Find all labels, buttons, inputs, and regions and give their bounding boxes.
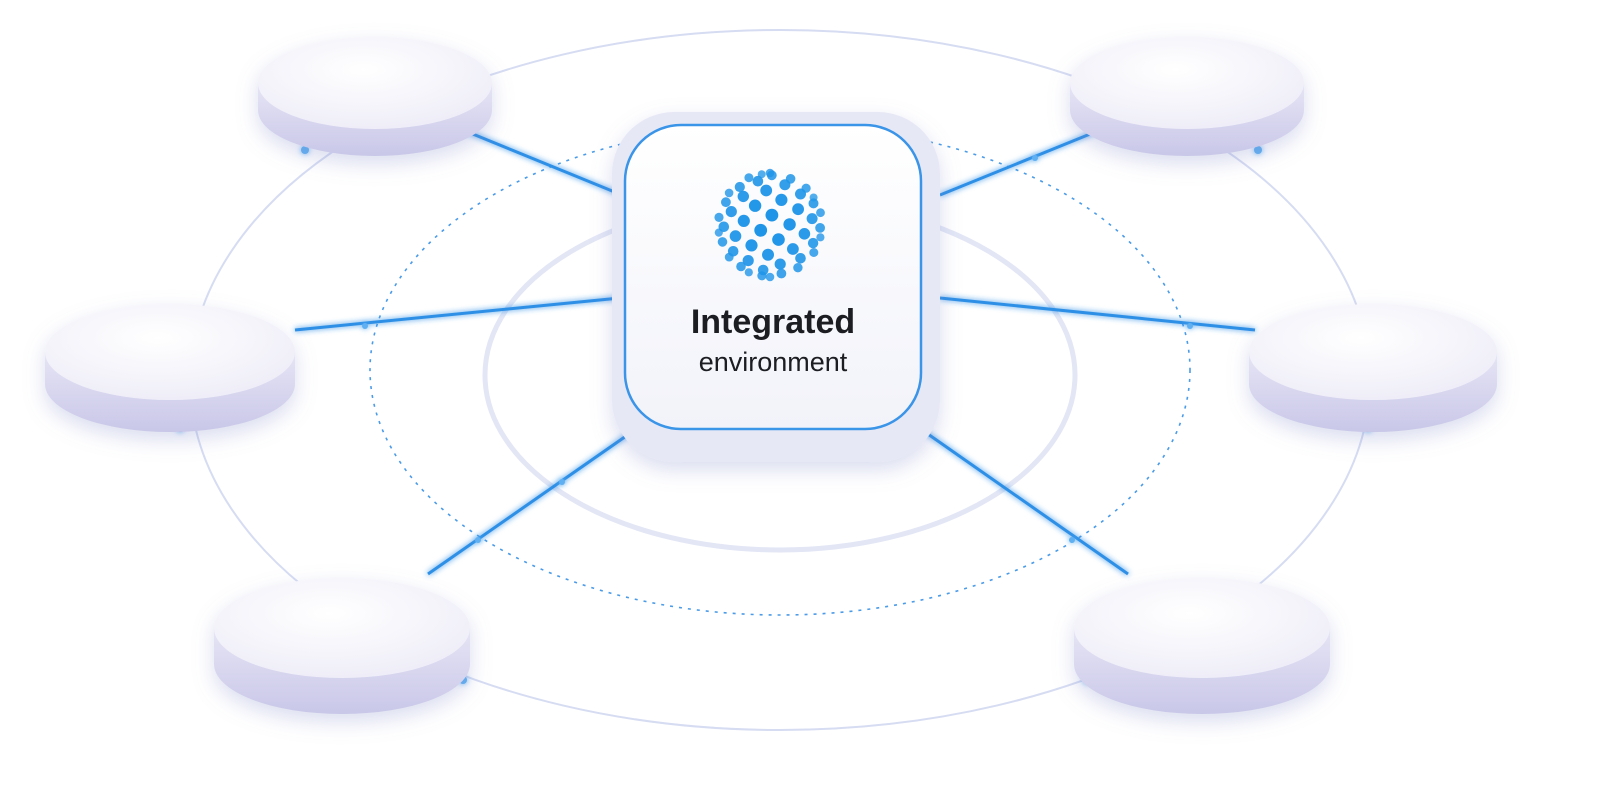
globe-dot xyxy=(736,261,746,272)
globe-dot xyxy=(727,246,739,257)
satellite-middle-right xyxy=(1249,304,1497,432)
globe-dot xyxy=(801,183,811,193)
globe-dot xyxy=(785,174,796,184)
satellite-bottom-left xyxy=(214,578,470,714)
hub-card: Integrated environment xyxy=(612,112,940,462)
globe-dot xyxy=(809,248,819,257)
globe-dot xyxy=(787,243,799,255)
globe-dot xyxy=(775,193,788,206)
dot xyxy=(1069,537,1075,543)
connector-middle-left xyxy=(294,296,621,332)
globe-dot xyxy=(793,263,803,273)
globe-dot xyxy=(809,193,818,202)
globe-dot xyxy=(754,223,768,237)
globe-dot xyxy=(816,208,825,218)
globe-dot xyxy=(729,230,742,242)
dot xyxy=(301,146,309,154)
globe-dot xyxy=(765,208,779,222)
globe-dot xyxy=(757,264,769,276)
globe-dot xyxy=(752,175,764,187)
globe-dot xyxy=(724,188,734,198)
globe-dot xyxy=(762,248,774,261)
globe-dot xyxy=(808,198,819,209)
connector-middle-right xyxy=(939,296,1256,332)
globe-dot xyxy=(776,268,787,279)
globe-dot xyxy=(714,212,724,222)
globe-dot xyxy=(725,206,737,218)
satellite-top-left xyxy=(258,37,492,156)
globe-dot xyxy=(798,228,811,240)
globe-dot xyxy=(765,168,775,178)
connector-top-left xyxy=(462,128,623,197)
dot xyxy=(1187,323,1193,329)
globe-dot xyxy=(745,239,758,252)
globe-dot xyxy=(734,181,745,193)
globe-dot xyxy=(815,223,825,233)
globe-dot xyxy=(737,190,749,203)
globe-dot xyxy=(721,197,731,208)
connectors xyxy=(294,128,1256,576)
dot xyxy=(559,479,565,485)
connector-bottom-left xyxy=(427,416,653,576)
satellite-bottom-right xyxy=(1074,578,1330,714)
globe-dot xyxy=(760,184,773,197)
globe-dot xyxy=(742,255,754,267)
dot xyxy=(1254,146,1262,154)
satellite-top-right xyxy=(1070,37,1304,156)
globe-dot xyxy=(757,170,766,179)
globe-dot xyxy=(774,258,786,270)
globe-dot xyxy=(744,173,754,183)
globe-dot xyxy=(816,233,825,242)
globe-dot xyxy=(717,237,728,247)
hub-title: Integrated xyxy=(691,303,855,341)
connector-bottom-right xyxy=(904,416,1129,576)
globe-dot xyxy=(744,268,753,277)
satellite-middle-left xyxy=(45,304,295,432)
globe-dot xyxy=(806,213,818,225)
globe-dot xyxy=(765,272,775,282)
dot xyxy=(1032,155,1038,161)
globe-dot xyxy=(772,233,785,246)
hub-subtitle: environment xyxy=(699,347,848,377)
dot xyxy=(475,537,481,543)
globe-dot xyxy=(795,252,806,264)
dot xyxy=(362,323,368,329)
globe-dot xyxy=(792,203,804,216)
globe-dot xyxy=(718,221,730,233)
dotted-globe-icon xyxy=(714,168,825,282)
connector-top-right xyxy=(939,128,1101,197)
globe-dot xyxy=(807,237,819,249)
globe-dot xyxy=(783,218,796,231)
globe-dot xyxy=(737,214,750,227)
globe-dot xyxy=(748,199,762,212)
